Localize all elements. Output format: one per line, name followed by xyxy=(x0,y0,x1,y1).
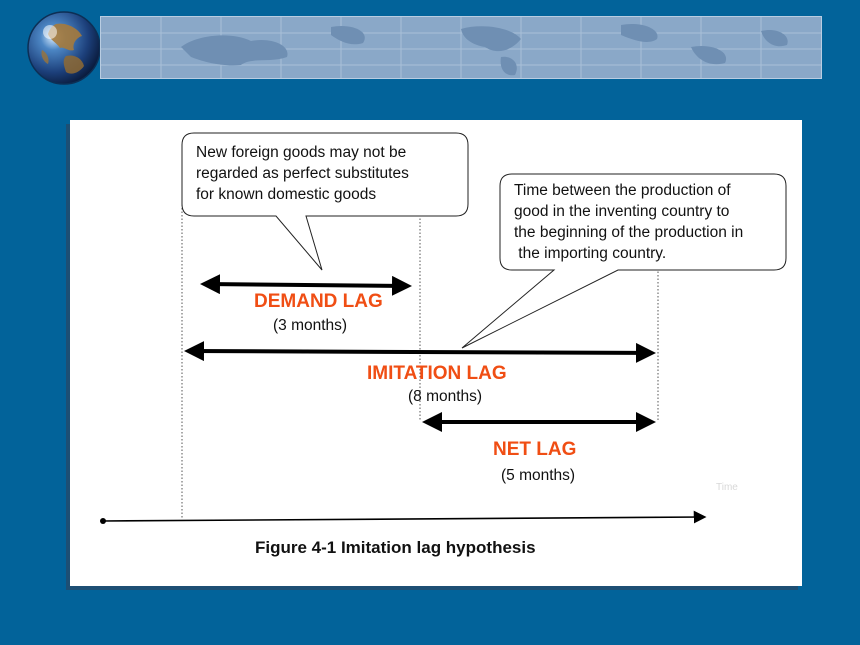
demand-callout-line: regarded as perfect substitutes xyxy=(196,165,409,182)
time-axis xyxy=(102,510,707,524)
imitation-callout-line: good in the inventing country to xyxy=(514,203,730,220)
net-lag-title: NET LAG xyxy=(493,439,577,460)
demand-callout-line: for known domestic goods xyxy=(196,186,377,203)
imitation-lag-arrow xyxy=(184,341,656,363)
imitation-callout-line: Time between the production of xyxy=(514,182,731,199)
demand-callout-box xyxy=(181,132,469,271)
imitation-callout-text: Time between the production of good in t… xyxy=(514,180,743,264)
world-map-graphic xyxy=(101,17,821,78)
imitation-callout-line: the importing country. xyxy=(514,245,667,262)
imitation-lag-title: IMITATION LAG xyxy=(367,363,507,384)
header-map-band xyxy=(100,16,822,79)
demand-lag-title: DEMAND LAG xyxy=(254,291,383,312)
imitation-lag-diagram xyxy=(100,132,787,524)
figure-caption: Figure 4-1 Imitation lag hypothesis xyxy=(255,538,536,557)
globe-logo xyxy=(27,11,101,85)
imitation-lag-duration: (8 months) xyxy=(408,388,483,405)
net-lag-duration: (5 months) xyxy=(501,467,576,484)
demand-callout-text: New foreign goods may not be regarded as… xyxy=(196,142,409,205)
imitation-callout-box xyxy=(461,173,787,349)
demand-lag-duration: (3 months) xyxy=(273,317,348,334)
demand-callout-line: New foreign goods may not be xyxy=(196,144,407,161)
imitation-callout-line: the beginning of the production in xyxy=(514,224,744,241)
time-axis-label: Time xyxy=(716,482,738,493)
diagram-panel: New foreign goods may not be regarded as… xyxy=(70,120,802,586)
demand-lag-arrow xyxy=(200,274,412,296)
